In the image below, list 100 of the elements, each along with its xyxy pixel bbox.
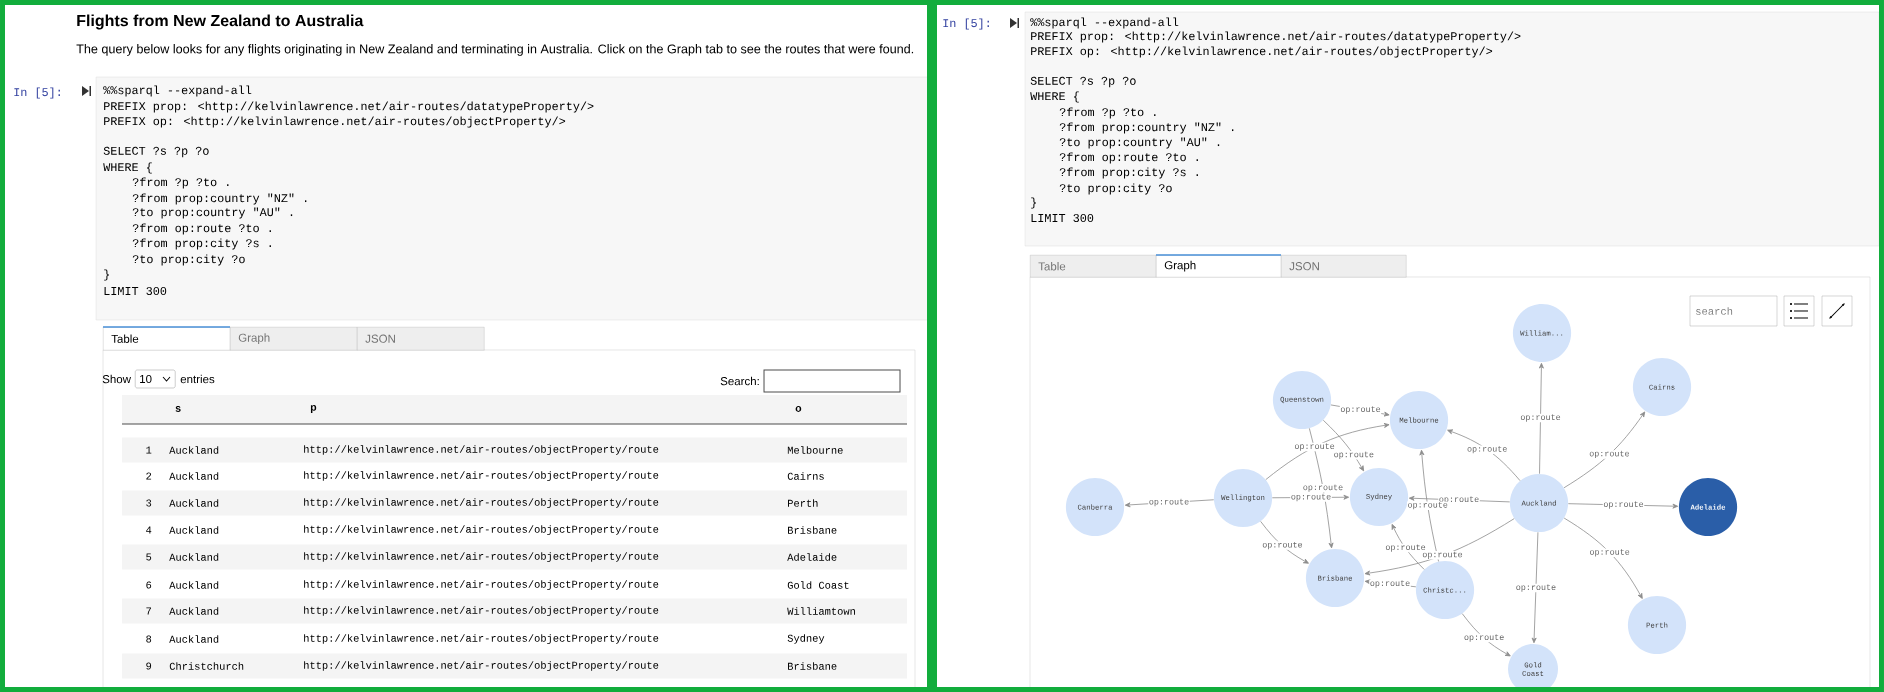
tab: Graph (1155, 254, 1282, 278)
table-cell: Adelaide (787, 553, 837, 561)
code-line: ?from op:route ?to . (132, 223, 271, 235)
code-line: ?from ?p ?to . (132, 177, 229, 189)
code-line: LIMIT 300 (104, 287, 167, 295)
arrow (1260, 521, 1309, 564)
table-cell: 5 (146, 553, 152, 561)
table-cell: Auckland (169, 635, 219, 643)
table-cell: http://kelvinlawrence.net/air-routes/objectProperty/route (304, 661, 659, 671)
edge-label: op:route (1588, 450, 1631, 459)
table-cell: http://kelvinlawrence.net/air-routes/objectProperty/route (304, 606, 659, 616)
code-line: ?from prop:country "NZ" . (1059, 122, 1234, 134)
arrow (1538, 362, 1544, 475)
table-cell: http://kelvinlawrence.net/air-routes/objectProperty/route (304, 552, 659, 562)
column-header: s (175, 406, 181, 412)
code-line: ?to prop:country "AU" . (1059, 137, 1220, 149)
edge-label: op:route (1463, 633, 1505, 643)
table-cell: Gold Coast (787, 581, 849, 589)
code-line: PREFIX prop: <http://kelvinlawrence.net/air-routes/datatypeProperty/> (1031, 31, 1521, 43)
table-cell: Christchurch (169, 662, 244, 670)
arrow (1364, 518, 1515, 576)
prompt-label: In [5]: (943, 18, 989, 30)
code-line: ?to prop:country "AU" . (132, 207, 293, 219)
code-line: ?from ?p ?to . (1059, 107, 1156, 119)
table-cell: Brisbane (788, 662, 837, 670)
entries-label: entries (180, 374, 215, 384)
code-line: PREFIX op: <http://kelvinlawrence.net/air-routes/objectProperty/> (104, 116, 566, 128)
table-cell: 6 (146, 581, 152, 589)
code-line: ?from op:route ?to . (1059, 152, 1198, 164)
arrow (1308, 427, 1334, 549)
table-cell: 4 (146, 526, 152, 534)
arrow (1461, 613, 1511, 657)
table-cell: Brisbane (788, 526, 837, 534)
tab: Graph (230, 327, 358, 351)
table-cell: 7 (146, 607, 151, 615)
column-header: p (310, 405, 317, 413)
edge-label: op:route (1333, 450, 1375, 460)
table-cell: Auckland (169, 553, 219, 561)
arrow (1563, 517, 1643, 599)
table-cell: Cairns (787, 472, 824, 480)
arrow (1447, 429, 1521, 482)
table-cell: Perth (788, 499, 818, 507)
table-cell: 1 (146, 446, 152, 454)
tab: Table (102, 326, 231, 351)
search-field: search (1689, 295, 1778, 327)
edge-label: op:route (1148, 498, 1190, 507)
arrow (1265, 423, 1390, 480)
code-line: WHERE { (1030, 91, 1079, 103)
code-line: ?to prop:city ?o (132, 254, 245, 266)
table-cell: http://kelvinlawrence.net/air-routes/objectProperty/route (304, 580, 659, 590)
tab: Table (1030, 255, 1157, 278)
arrow (1563, 411, 1646, 489)
edge-label: op:route (1369, 579, 1411, 589)
code-line: LIMIT 300 (1031, 214, 1094, 222)
code-line: %%sparql --expand-all (1030, 17, 1179, 29)
dropdown: 10 (135, 369, 176, 389)
table-cell: Sydney (787, 634, 825, 644)
edge-label: op:route (1588, 548, 1631, 557)
edge-label: op:route (1602, 500, 1645, 510)
table-cell: Auckland (169, 472, 219, 480)
code-line: WHERE { (103, 162, 152, 174)
edge-label: op:route (1293, 442, 1336, 452)
table-cell: 9 (146, 662, 152, 670)
code-line: ?to prop:city ?o (1059, 183, 1172, 195)
arrow (1391, 524, 1425, 570)
table-cell: Auckland (169, 607, 219, 615)
show-label: Show (102, 374, 131, 384)
edge-label: op:route (1290, 493, 1332, 502)
table-cell: 3 (146, 499, 152, 507)
column-header: o (795, 406, 802, 412)
code-line: ?from prop:city ?s . (132, 238, 271, 250)
code-line: ?from prop:city ?s . (1059, 167, 1198, 179)
table-cell: Auckland (169, 499, 219, 507)
table-cell: Auckland (169, 526, 219, 534)
table-cell: http://kelvinlawrence.net/air-routes/objectProperty/route (304, 498, 659, 508)
edge-label: op:route (1466, 445, 1508, 454)
search-label: Search: (720, 376, 759, 386)
edge-label: op:route (1302, 483, 1344, 493)
table-cell: http://kelvinlawrence.net/air-routes/objectProperty/route (304, 471, 659, 481)
arrow (1322, 419, 1365, 472)
edge-label: op:route (1519, 413, 1562, 423)
code-line: SELECT ?s ?p ?o (1030, 76, 1136, 88)
code-line: PREFIX prop: <http://kelvinlawrence.net/air-routes/datatypeProperty/> (104, 101, 594, 113)
paragraph: The query below looks for any flights originating in New Zealand and terminating in Australia. Click on the Graph tab to see the routes that were found. (76, 44, 914, 56)
heading: Flights from New Zealand to Australia (77, 14, 364, 30)
table-cell: http://kelvinlawrence.net/air-routes/objectProperty/route (304, 525, 659, 535)
table-cell: http://kelvinlawrence.net/air-routes/objectProperty/route (304, 634, 659, 644)
tab: JSON (1281, 255, 1407, 278)
table-cell: 2 (146, 472, 152, 480)
edge-label: op:route (1261, 541, 1304, 550)
code-line: } (1031, 197, 1036, 209)
code-line: SELECT ?s ?p ?o (103, 146, 209, 158)
table-cell: Auckland (169, 446, 219, 454)
edge-label: op:route (1515, 583, 1557, 593)
prompt-label: In [5]: (14, 87, 60, 99)
code-line: PREFIX op: <http://kelvinlawrence.net/air-routes/objectProperty/> (1031, 46, 1493, 58)
table-cell: 8 (146, 635, 152, 643)
table-cell: Auckland (169, 581, 219, 589)
code-line: } (104, 269, 109, 281)
arrow (1531, 531, 1539, 644)
